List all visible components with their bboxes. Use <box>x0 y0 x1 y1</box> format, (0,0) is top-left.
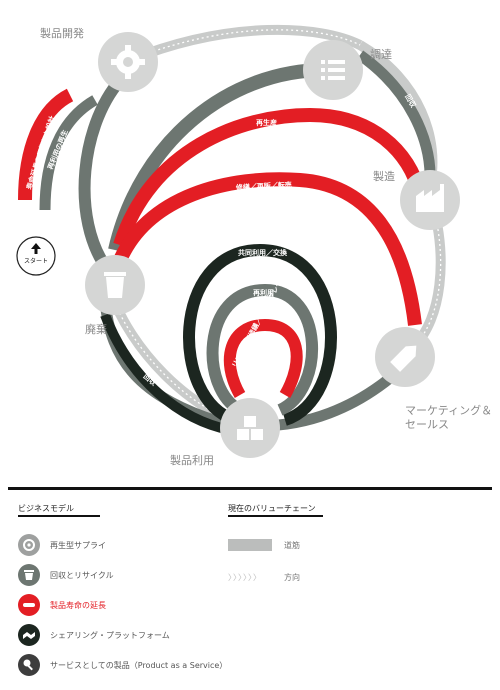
legend-value-chain-title: 現在のバリューチェーン <box>228 504 316 513</box>
legend-label-regenerative-supply: 再生型サプライ <box>50 540 106 550</box>
legend-road: 道筋 <box>228 539 300 551</box>
legend-item-collection-recycling: 回収とリサイクル <box>18 563 114 587</box>
legend-item-product-life-extension: 製品寿命の延長 <box>18 593 106 617</box>
legend-label-product-life-extension: 製品寿命の延長 <box>50 600 106 610</box>
reuse-label: 再利用 <box>253 288 274 297</box>
share-exchange-loop <box>183 243 337 426</box>
stage-label-marketing-2: セールス <box>405 418 449 431</box>
stage-label-procure: 調達 <box>370 47 392 61</box>
factory-icon <box>416 184 444 212</box>
stage-label-manufacture: 製造 <box>373 169 395 183</box>
legend-value-chain-underline <box>228 515 323 517</box>
legend-direction-label: 方向 <box>284 573 300 582</box>
refill-upgrade-loop <box>223 318 303 398</box>
gear-icon <box>111 45 145 79</box>
direction-chevrons-icon: 〉〉〉〉〉〉 <box>228 573 262 582</box>
legend-label-product-as-a-service: サービスとしての製品（Product as a Service） <box>50 660 228 670</box>
stage-label-marketing-1: マーケティング＆ <box>405 403 492 417</box>
key-icon <box>18 654 40 676</box>
stage-node-disposal <box>85 255 145 315</box>
handshake-icon <box>18 624 40 646</box>
boxes-icon <box>237 416 263 440</box>
stage-node-use <box>220 398 280 458</box>
stage-node-dev <box>98 32 158 92</box>
stage-node-procure <box>303 40 363 100</box>
sharing-collection-arc <box>100 313 232 435</box>
stage-node-manufacture <box>400 170 460 230</box>
trash-bin-icon <box>104 272 126 298</box>
stage-label-disposal: 廃棄 <box>85 322 107 336</box>
stage-label-dev: 製品開発 <box>40 26 84 40</box>
legend-road-label: 道筋 <box>284 540 300 550</box>
stage-label-use: 製品利用 <box>170 453 214 467</box>
circular-economy-diagram: リサイクル／アップサイクル 再生産 修繕／再販／転売 共同利用／交換 再利用 リ… <box>16 24 492 467</box>
arrow-up-icon <box>31 243 41 254</box>
regeneration-arc <box>113 107 427 248</box>
start-label: スタート <box>24 257 48 265</box>
design-for-life-arc <box>18 88 74 201</box>
legend-item-product-as-a-service: サービスとしての製品（Product as a Service） <box>18 653 227 677</box>
design-recycle-arc <box>39 95 98 211</box>
start-node: スタート <box>16 236 56 276</box>
repair-resell-arc <box>111 172 422 326</box>
trash-bin-icon <box>18 564 40 586</box>
legend-business-title: ビジネスモデル <box>18 504 74 513</box>
legend-label-sharing-platform: シェアリング・プラットフォーム <box>50 630 170 640</box>
repair-resell-label: 修繕／再販／転売 <box>235 180 292 192</box>
wrench-icon <box>18 594 40 616</box>
recycle-upcycle-arc <box>78 70 130 274</box>
section-divider <box>8 487 492 490</box>
legend-business-underline <box>18 515 100 517</box>
price-tag-icon <box>390 345 417 372</box>
legend-item-regenerative-supply: 再生型サプライ <box>18 533 106 557</box>
recycle-supply-icon <box>18 534 40 556</box>
regeneration-label: 再生産 <box>256 118 277 127</box>
legend-item-sharing-platform: シェアリング・プラットフォーム <box>18 623 170 647</box>
share-exchange-label: 共同利用／交換 <box>238 248 288 257</box>
collect-label-b: 回収 <box>329 424 346 438</box>
reuse-loop <box>206 283 319 416</box>
list-icon <box>321 60 345 80</box>
stage-node-marketing <box>375 327 435 387</box>
legend-direction: 〉〉〉〉〉〉 方向 <box>228 572 300 583</box>
road-swatch <box>228 539 272 551</box>
legend-label-collection-recycling: 回収とリサイクル <box>50 570 114 580</box>
